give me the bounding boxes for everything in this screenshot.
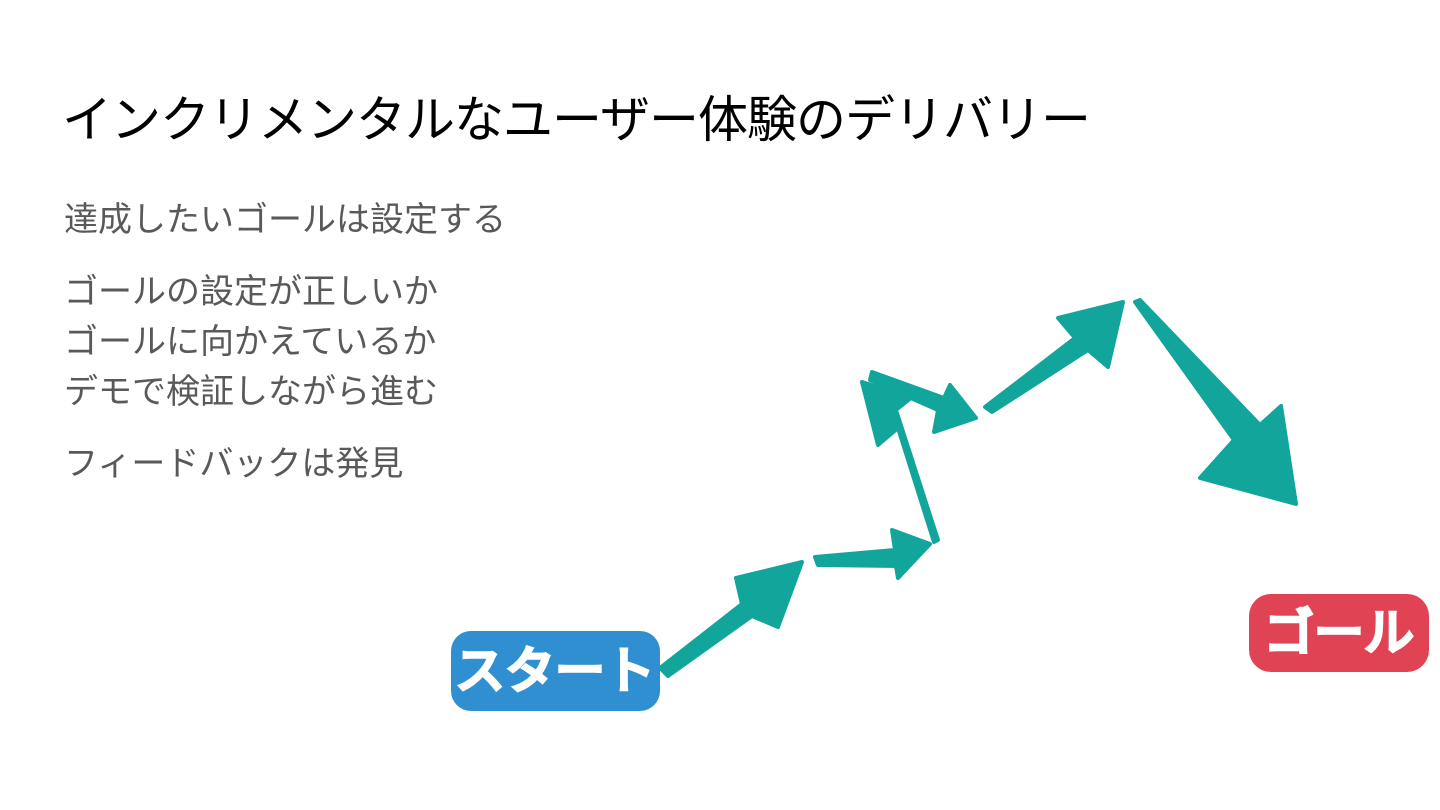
- slide-title: インクリメンタルなユーザー体験のデリバリー: [62, 91, 1091, 149]
- bullet-line: 達成したいゴールは設定する: [64, 200, 506, 240]
- arrow-segment: [1133, 298, 1298, 506]
- bullet-line: フィードバックは発見: [64, 444, 404, 484]
- start-badge-background: [451, 631, 660, 711]
- arrow-segment: [813, 528, 932, 580]
- start-badge: スタート: [451, 631, 660, 711]
- arrow-segment: [860, 380, 940, 544]
- bullet-paragraph: ゴールの設定が正しいか ゴールに向かえているか デモで検証しながら進む: [64, 267, 506, 417]
- bullet-paragraph: フィードバックは発見: [64, 439, 506, 489]
- goal-badge-background: [1249, 594, 1429, 672]
- bullet-line: ゴールの設定が正しいか: [64, 272, 438, 312]
- arrow-segment: [983, 300, 1125, 414]
- bullet-list: 達成したいゴールは設定する ゴールの設定が正しいか ゴールに向かえているか デモ…: [64, 195, 506, 511]
- goal-badge: ゴール: [1249, 594, 1429, 672]
- bullet-line: ゴールに向かえているか: [64, 322, 437, 362]
- start-label: スタート: [455, 642, 655, 700]
- journey-arrows: [658, 298, 1298, 678]
- bullet-paragraph: 達成したいゴールは設定する: [64, 195, 506, 245]
- arrow-segment: [868, 370, 978, 434]
- bullet-line: デモで検証しながら進む: [64, 372, 438, 412]
- goal-label: ゴール: [1264, 604, 1414, 662]
- arrow-segment: [658, 560, 804, 678]
